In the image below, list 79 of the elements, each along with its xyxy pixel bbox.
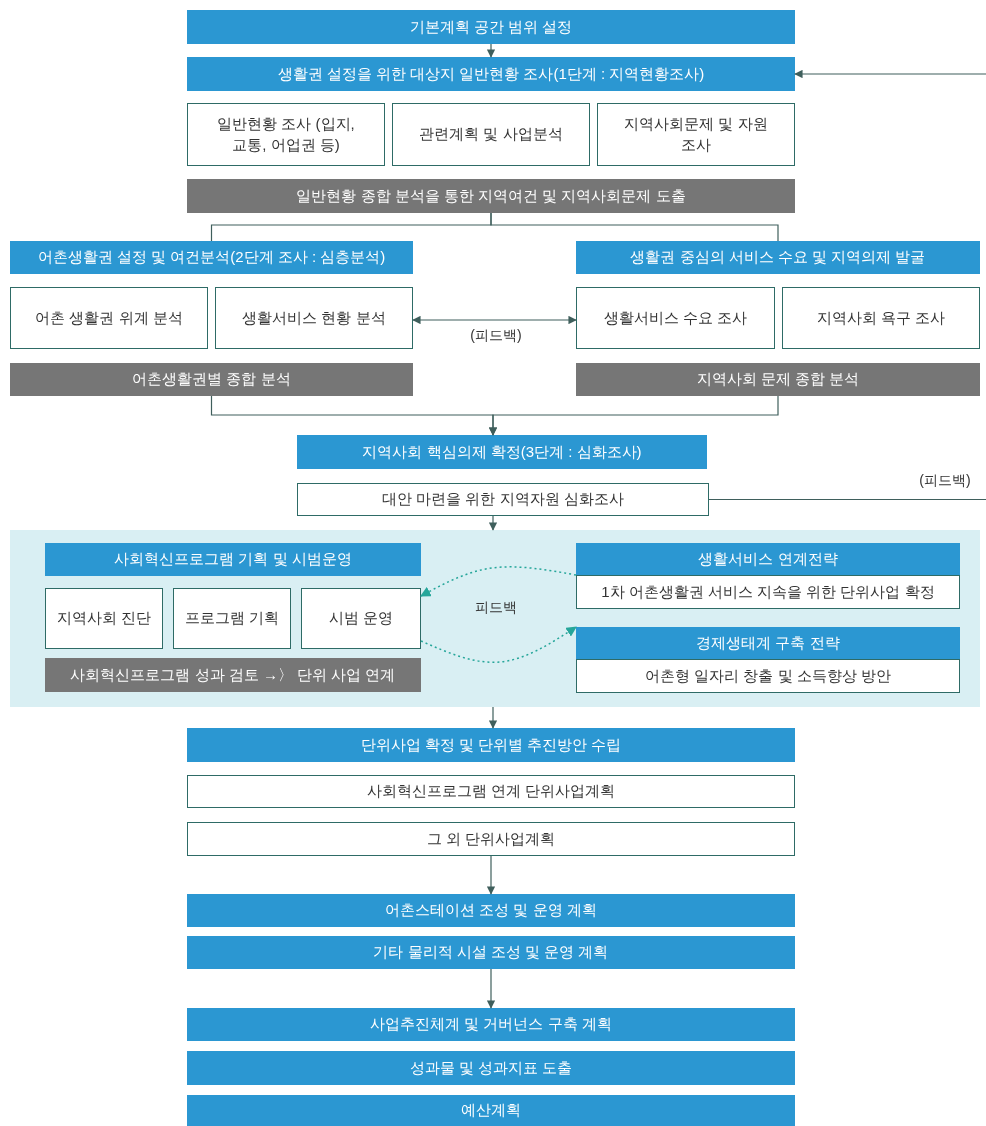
step-label: 시범 운영 xyxy=(327,608,395,629)
arrow xyxy=(486,968,496,1009)
step-label: 일반현황 조사 (입지, 교통, 어업권 등) xyxy=(216,114,356,155)
task-box xyxy=(301,588,421,649)
arrow xyxy=(486,855,496,895)
step-label: 사회혁신프로그램 성과 검토 →〉 단위 사업 연계 xyxy=(69,664,397,685)
process-box xyxy=(187,1095,795,1126)
step-label: 생활서비스 현황 분석 xyxy=(241,307,387,328)
step-label: 생활서비스 연계전략 xyxy=(697,548,839,569)
step-label: 어촌 생활권 위계 분석 xyxy=(34,307,184,328)
process-box xyxy=(187,894,795,927)
summary-box xyxy=(576,363,980,396)
step-label: 생활권 설정을 위한 대상지 일반현황 조사(1단계 : 지역현황조사) xyxy=(276,63,706,84)
step-label: 일반현황 종합 분석을 통한 지역여건 및 지역사회문제 도출 xyxy=(295,185,687,206)
step-label: 어촌스테이션 조성 및 운영 계획 xyxy=(384,900,598,921)
step-label: 지역사회 진단 xyxy=(55,608,153,629)
task-box xyxy=(576,287,775,349)
process-box xyxy=(297,435,707,469)
step-label: 어촌생활권별 종합 분석 xyxy=(131,369,292,390)
step-label: 예산계획 xyxy=(460,1100,522,1121)
step-label: 사업추진체계 및 거버넌스 구축 계획 xyxy=(369,1014,613,1035)
step-label: 지역사회 욕구 조사 xyxy=(815,307,947,328)
step-label: 기본계획 공간 범위 설정 xyxy=(408,16,574,37)
arrow xyxy=(488,395,779,436)
task-box xyxy=(173,588,291,649)
task-box xyxy=(45,588,163,649)
task-box xyxy=(782,287,980,349)
task-box xyxy=(297,483,709,516)
arrow xyxy=(420,626,577,664)
process-box xyxy=(576,543,960,575)
task-box xyxy=(597,103,795,166)
step-label: 사회혁신프로그램 기획 및 시범운영 xyxy=(113,549,353,570)
panel-background xyxy=(10,530,980,707)
connector-line xyxy=(708,498,986,501)
arrow xyxy=(794,69,986,79)
process-box xyxy=(187,1051,795,1085)
process-box xyxy=(576,627,960,659)
step-label: 경제생태계 구축 전략 xyxy=(695,632,841,653)
step-label: 지역사회 문제 종합 분석 xyxy=(695,369,861,390)
arrow xyxy=(486,43,496,58)
process-box xyxy=(187,10,795,44)
task-box xyxy=(576,659,960,693)
step-label: 지역사회문제 및 자원조사 xyxy=(623,114,769,155)
summary-box xyxy=(10,363,413,396)
step-label: 생활권 중심의 서비스 수요 및 지역의제 발굴 xyxy=(629,247,927,268)
step-label: 어촌생활권 설정 및 여건분석(2단계 조사 : 심층분석) xyxy=(36,247,387,268)
arrow xyxy=(412,315,577,325)
step-label: 프로그램 기획 xyxy=(183,608,281,629)
step-label: 관련계획 및 사업분석 xyxy=(418,124,564,145)
step-label: 지역사회 핵심의제 확정(3단계 : 심화조사) xyxy=(361,441,643,462)
process-box xyxy=(187,1008,795,1041)
process-box xyxy=(576,241,980,274)
step-label: 사회혁신프로그램 연계 단위사업계획 xyxy=(365,781,617,802)
arrow xyxy=(488,515,498,531)
task-box xyxy=(392,103,590,166)
task-box xyxy=(187,103,385,166)
arrow xyxy=(488,706,498,729)
task-box xyxy=(10,287,208,349)
process-box xyxy=(45,543,421,576)
task-box xyxy=(187,822,795,856)
process-box xyxy=(10,241,413,274)
summary-box xyxy=(187,179,795,213)
task-box xyxy=(576,575,960,609)
summary-box xyxy=(45,658,421,692)
process-box xyxy=(187,728,795,762)
arrow xyxy=(420,566,577,597)
task-box xyxy=(187,775,795,808)
step-label: 성과물 및 성과지표 도출 xyxy=(408,1057,574,1078)
step-label: 그 외 단위사업계획 xyxy=(425,828,557,849)
connector-line xyxy=(490,212,779,242)
step-label: 단위사업 확정 및 단위별 추진방안 수립 xyxy=(359,734,623,755)
step-label: 어촌형 일자리 창출 및 소득향상 방안 xyxy=(644,665,892,686)
step-label: 대안 마련을 위한 지역자원 심화조사 xyxy=(381,489,625,510)
step-label: 1차 어촌생활권 서비스 지속을 위한 단위사업 확정 xyxy=(600,581,936,602)
process-box xyxy=(187,936,795,969)
step-label: 생활서비스 수요 조사 xyxy=(602,307,749,328)
task-box xyxy=(215,287,413,349)
step-label: 기타 물리적 시설 조성 및 운영 계획 xyxy=(372,942,610,963)
process-box xyxy=(187,57,795,91)
